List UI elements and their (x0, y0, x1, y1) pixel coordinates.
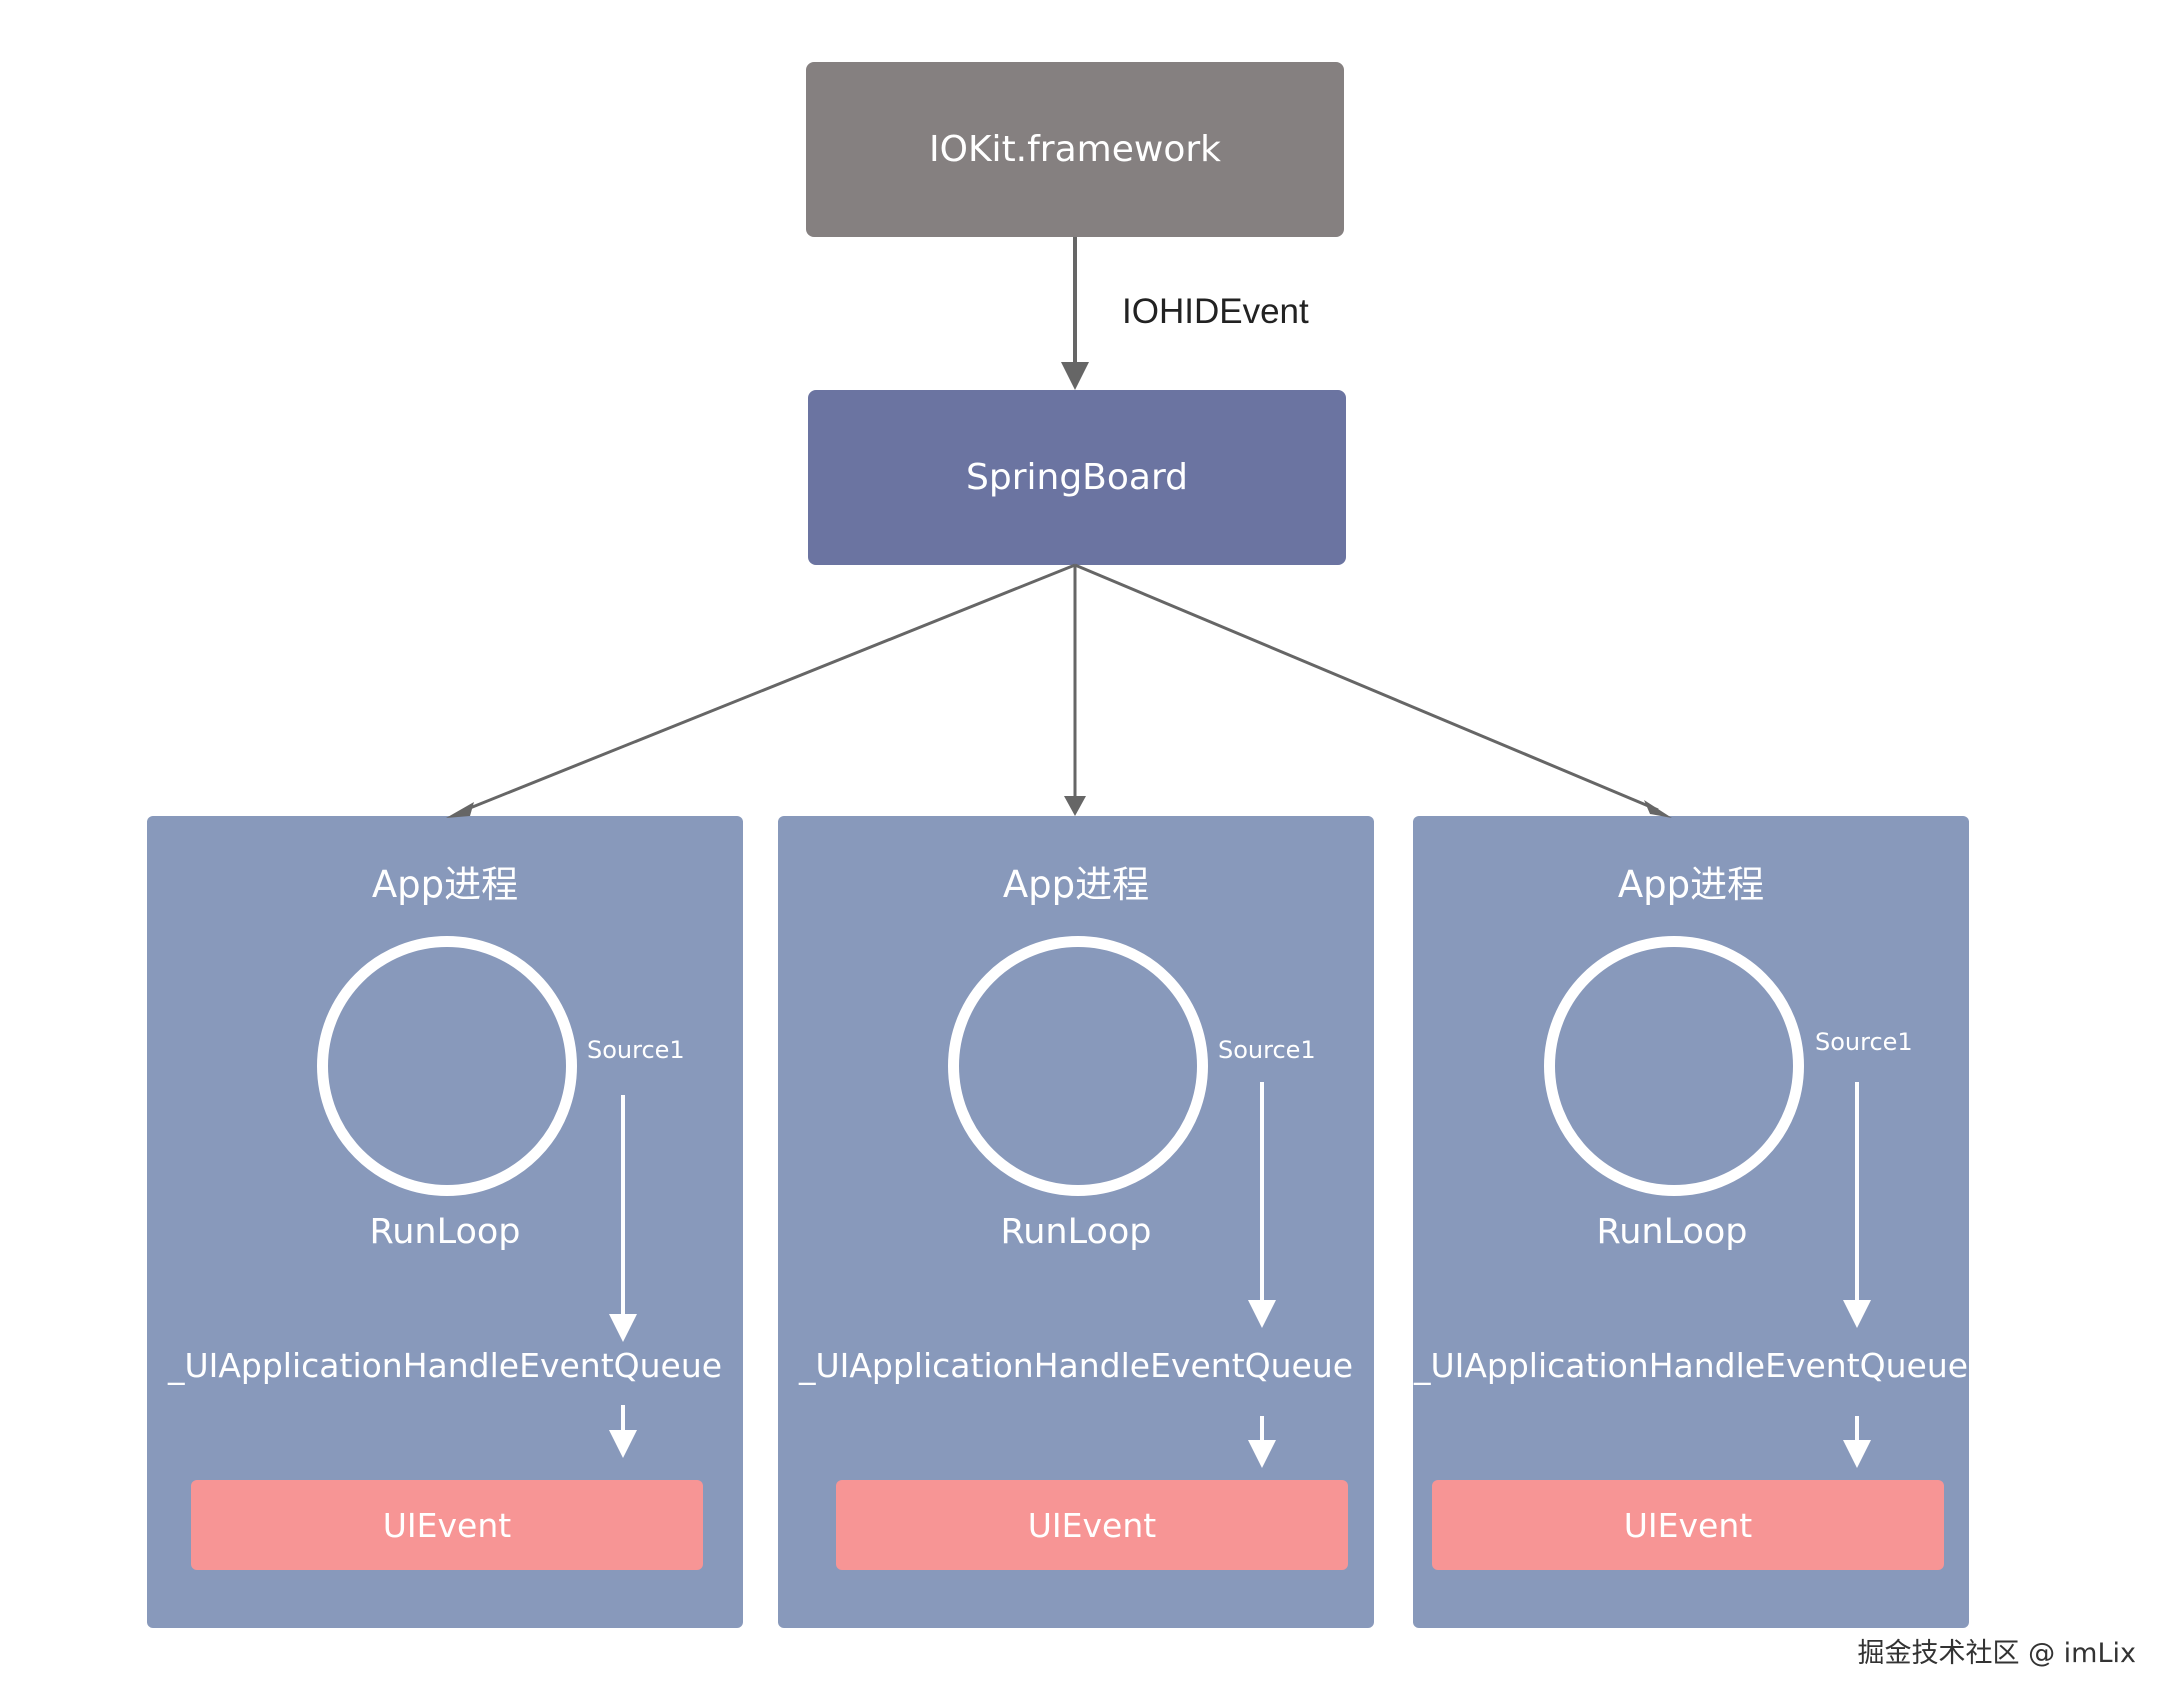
uievent-node: UIEvent (836, 1480, 1348, 1570)
arrow-springboard-to-app-3 (1074, 563, 1659, 812)
source1-label: Source1 (587, 1036, 685, 1064)
springboard-node: SpringBoard (808, 390, 1346, 565)
iokit-framework-label: IOKit.framework (929, 129, 1221, 170)
uievent-label: UIEvent (382, 1505, 512, 1545)
arrow-springboard-to-app-1 (459, 563, 1076, 814)
runloop-circle (948, 936, 1208, 1196)
runloop-circle (1544, 936, 1804, 1196)
app-process-title: App进程 (1002, 863, 1150, 906)
source1-label: Source1 (1218, 1036, 1316, 1064)
watermark: 掘金技术社区 @ imLix (1857, 1638, 2137, 1669)
app-process-title: App进程 (1617, 863, 1765, 906)
arrowhead-iokit-to-springboard (1061, 362, 1089, 390)
event-queue-label: _UIApplicationHandleEventQueue (1413, 1346, 1969, 1385)
runloop-label: RunLoop (1596, 1212, 1748, 1252)
runloop-label: RunLoop (369, 1212, 521, 1252)
app-process-1: App进程 Source1 RunLoop _UIApplicationHand… (147, 816, 743, 1628)
app-process-2: App进程 Source1 RunLoop _UIApplicationHand… (778, 816, 1374, 1628)
source1-label: Source1 (1815, 1028, 1913, 1056)
runloop-label: RunLoop (1000, 1212, 1152, 1252)
springboard-label: SpringBoard (966, 457, 1188, 498)
arrowhead-springboard-to-app-2 (1064, 796, 1086, 816)
event-queue-label: _UIApplicationHandleEventQueue (798, 1346, 1354, 1385)
uievent-node: UIEvent (1432, 1480, 1944, 1570)
uievent-label: UIEvent (1027, 1505, 1157, 1545)
runloop-circle (317, 936, 577, 1196)
iohidevent-edge-label: IOHIDEvent (1122, 292, 1309, 331)
app-process-3: App进程 Source1 RunLoop _UIApplicationHand… (1413, 816, 1969, 1628)
uievent-node: UIEvent (191, 1480, 703, 1570)
iokit-framework-node: IOKit.framework (806, 62, 1344, 237)
app-process-title: App进程 (371, 863, 519, 906)
event-queue-label: _UIApplicationHandleEventQueue (167, 1346, 723, 1385)
uievent-label: UIEvent (1623, 1505, 1753, 1545)
